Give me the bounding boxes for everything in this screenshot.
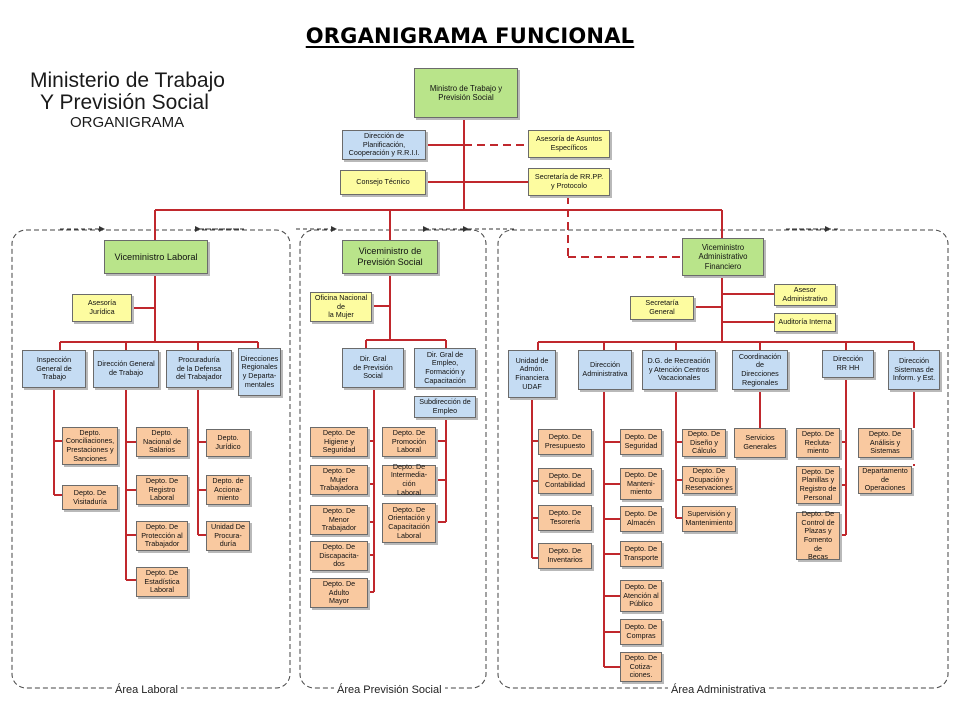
oficina-mujer-box: Oficina Nacional de la Mujer	[310, 292, 372, 322]
depto-almacen-box: Depto. De Almacén	[620, 506, 662, 532]
viceministro-prevision-box: Viceministro de Previsión Social	[342, 240, 438, 274]
depto-accionamiento-box: Depto. de Acciona- miento	[206, 475, 250, 505]
direcciones-regionales-box: Direcciones Regionales y Departa- mental…	[238, 348, 281, 396]
depto-operaciones-box: Departamento de Operaciones	[858, 466, 912, 494]
depto-control-plazas-box: Depto. De Control de Plazas y Fomento de…	[796, 509, 840, 561]
direccion-general-trabajo-box: Dirección General de Trabajo	[93, 350, 159, 388]
depto-compras-box: Depto. De Compras	[620, 619, 662, 645]
dir-gral-prevision-box: Dir. Gral de Previsión Social	[342, 348, 404, 388]
depto-discapacitados-box: Depto. De Discapacita- dos	[310, 541, 368, 571]
supervision-mantenimiento-box: Supervisión y Mantenimiento	[682, 506, 736, 532]
direccion-administrativa-box: Dirección Administrativa	[578, 350, 632, 390]
viceministro-administrativo-box: Viceministro Administrativo Financiero	[682, 238, 764, 276]
depto-estadistica-box: Depto. De Estadística Laboral	[136, 567, 188, 597]
servicios-generales-box: Servicios Generales	[734, 428, 786, 458]
secretaria-general-box: Secretaría General	[630, 296, 694, 320]
planificacion-box: Dirección de Planificación, Cooperación …	[342, 130, 426, 160]
consejo-tecnico-box: Consejo Técnico	[340, 170, 426, 195]
depto-proteccion-box: Depto. De Protección al Trabajador	[136, 521, 188, 551]
udaf-box: Unidad de Admón. Financiera UDAF	[508, 350, 556, 398]
depto-inventarios-box: Depto. De Inventarios	[538, 543, 592, 569]
area-label-administrativa: Área Administrativa	[668, 684, 769, 696]
area-label-prevision: Área Previsión Social	[334, 684, 445, 696]
depto-reclutamiento-box: Depto. De Recluta- miento	[796, 428, 840, 458]
asesoria-juridica-box: Asesoría Jurídica	[72, 294, 132, 322]
depto-transporte-box: Depto. De Transporte	[620, 541, 662, 567]
secretaria-rrpp-box: Secretaría de RR.PP. y Protocolo	[528, 168, 610, 196]
page-title: ORGANIGRAMA FUNCIONAL	[305, 24, 635, 48]
depto-cotizaciones-box: Depto. De Cotiza- ciones.	[620, 652, 662, 682]
depto-mantenimiento-box: Depto. De Manteni- miento	[620, 468, 662, 500]
subdireccion-empleo-box: Subdirección de Empleo	[414, 396, 476, 418]
depto-diseno-box: Depto. De Diseño y Cálculo	[682, 429, 726, 457]
procuraduria-box: Procuraduría de la Defensa del Trabajado…	[166, 350, 232, 388]
depto-promocion-box: Depto. De Promoción Laboral	[382, 427, 436, 457]
depto-presupuesto-box: Depto. De Presupuesto	[538, 429, 592, 455]
viceministro-laboral-box: Viceministro Laboral	[104, 240, 208, 274]
depto-seguridad-box: Depto. De Seguridad	[620, 429, 662, 455]
asesor-administrativo-box: Asesor Administrativo	[774, 284, 836, 306]
asesoria-asuntos-box: Asesoría de Asuntos Específicos	[528, 130, 610, 158]
depto-higiene-box: Depto. De Higiene y Seguridad	[310, 427, 368, 457]
depto-contabilidad-box: Depto. De Contabilidad	[538, 468, 592, 494]
depto-adulto-mayor-box: Depto. De Adulto Mayor	[310, 578, 368, 608]
logo-line-1: Ministerio de Trabajo	[30, 69, 225, 92]
area-prevision-frame	[299, 229, 487, 689]
area-label-laboral: Área Laboral	[112, 684, 181, 696]
direccion-rrhh-box: Dirección RR HH	[822, 350, 874, 378]
direccion-sistemas-box: Dirección Sistemas de Inform. y Est.	[888, 350, 940, 390]
depto-visitaduria-box: Depto. De Visitaduría	[62, 485, 118, 510]
ministry-logo: Ministerio de Trabajo Y Previsión Social…	[22, 69, 262, 132]
depto-atencion-publico-box: Depto. De Atención al Público	[620, 580, 662, 612]
recreacion-box: D.G. de Recreación y Atención Centros Va…	[642, 350, 716, 390]
depto-ocupacion-box: Depto. De Ocupación y Reservaciones	[682, 466, 736, 494]
logo-line-2: Y Previsión Social	[40, 91, 209, 114]
depto-salarios-box: Depto. Nacional de Salarios	[136, 427, 188, 457]
depto-tesoreria-box: Depto. De Tesorería	[538, 505, 592, 531]
depto-planillas-box: Depto. De Planillas y Registro de Person…	[796, 466, 840, 504]
minister-box: Ministro de Trabajo y Previsión Social	[414, 68, 518, 118]
depto-conciliaciones-box: Depto. Conciliaciones, Prestaciones y Sa…	[62, 427, 118, 465]
coordinacion-box: Coordinación de Direcciones Regionales	[732, 350, 788, 390]
depto-analisis-box: Depto. De Análisis y Sistemas	[858, 428, 912, 458]
logo-line-3: ORGANIGRAMA	[70, 114, 185, 131]
depto-intermediacion-box: Depto. De Intermedia-ción Laboral	[382, 462, 436, 496]
auditoria-interna-box: Auditoría Interna	[774, 313, 836, 332]
dir-gral-empleo-box: Dir. Gral de Empleo, Formación y Capacit…	[414, 348, 476, 388]
depto-menor-trabajador-box: Depto. De Menor Trabajador	[310, 505, 368, 535]
depto-juridico-box: Depto. Jurídico	[206, 429, 250, 457]
depto-mujer-trabajadora-box: Depto. De Mujer Trabajadora	[310, 465, 368, 495]
depto-orientacion-box: Depto. De Orientación y Capacitación Lab…	[382, 503, 436, 543]
unidad-procuraduria-box: Unidad De Procura- duría	[206, 521, 250, 551]
depto-registro-laboral-box: Depto. De Registro Laboral	[136, 475, 188, 505]
inspeccion-box: Inspección General de Trabajo	[22, 350, 86, 388]
